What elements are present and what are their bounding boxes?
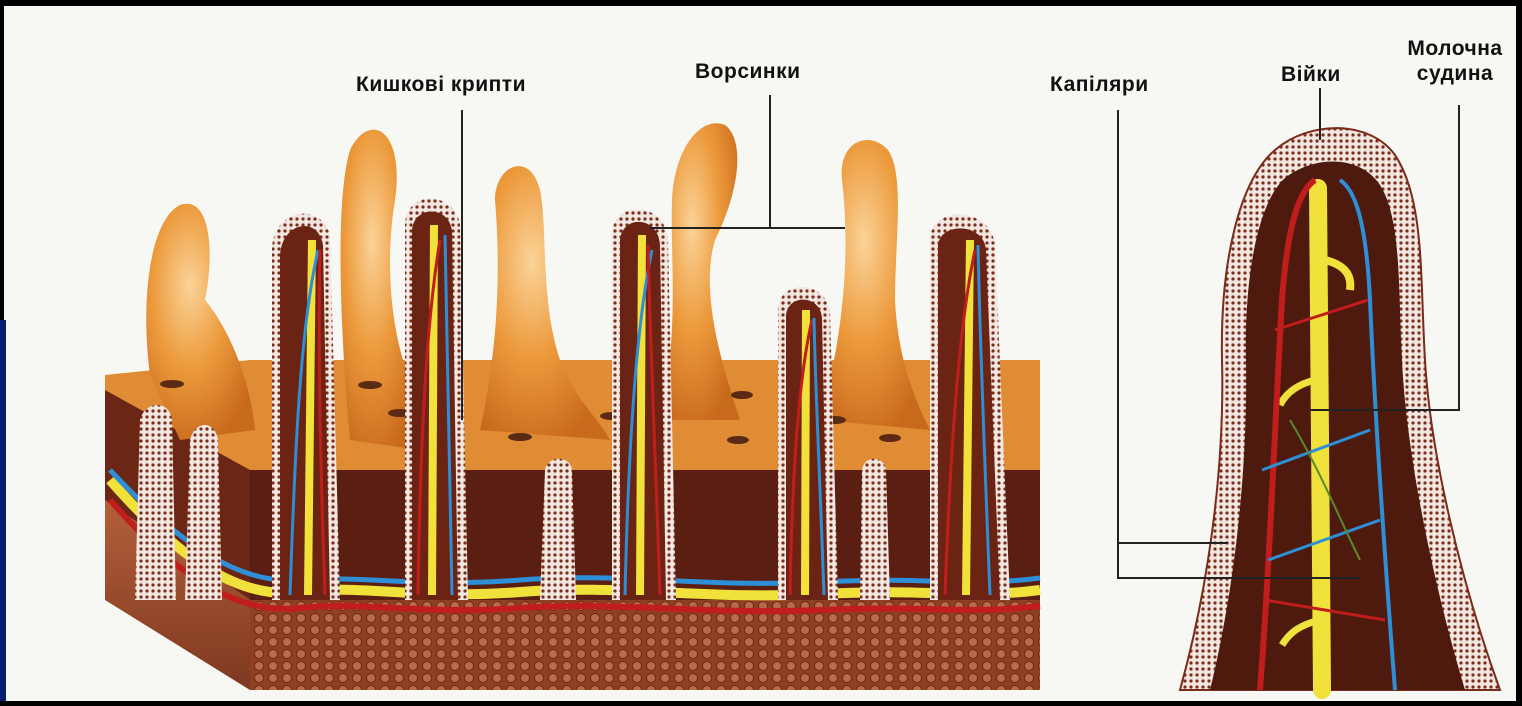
- top-edge-bar: [0, 0, 1522, 6]
- crypt-section: [135, 405, 176, 600]
- crypt-section: [860, 459, 890, 600]
- crypt-opening: [731, 391, 753, 399]
- crypt-opening: [727, 436, 749, 444]
- crypt-opening: [160, 380, 184, 388]
- crypt-opening: [358, 381, 382, 389]
- crypt-opening: [508, 433, 532, 441]
- submucosa-front-face: [250, 600, 1040, 690]
- crypt-section: [185, 425, 222, 600]
- label-capillaries: Капіляри: [1050, 73, 1149, 97]
- label-villi: Ворсинки: [695, 60, 801, 84]
- sectioned-villus: [405, 199, 468, 600]
- label-lacteal-line1: Молочна: [1395, 36, 1515, 61]
- label-intestinal-crypts: Кишкові крипти: [356, 73, 526, 97]
- sectioned-villus: [778, 287, 838, 600]
- lacteal-vessel: [1318, 188, 1322, 690]
- label-lacteal: Молочна судина: [1395, 36, 1515, 86]
- sectioned-villus: [612, 209, 676, 600]
- label-cilia: Війки: [1281, 63, 1341, 87]
- sectioned-villus: [272, 214, 340, 600]
- label-lacteal-line2: судина: [1395, 61, 1515, 86]
- left-blue-edge: [0, 320, 6, 701]
- crypt-opening: [879, 434, 901, 442]
- crypt-section: [540, 459, 576, 600]
